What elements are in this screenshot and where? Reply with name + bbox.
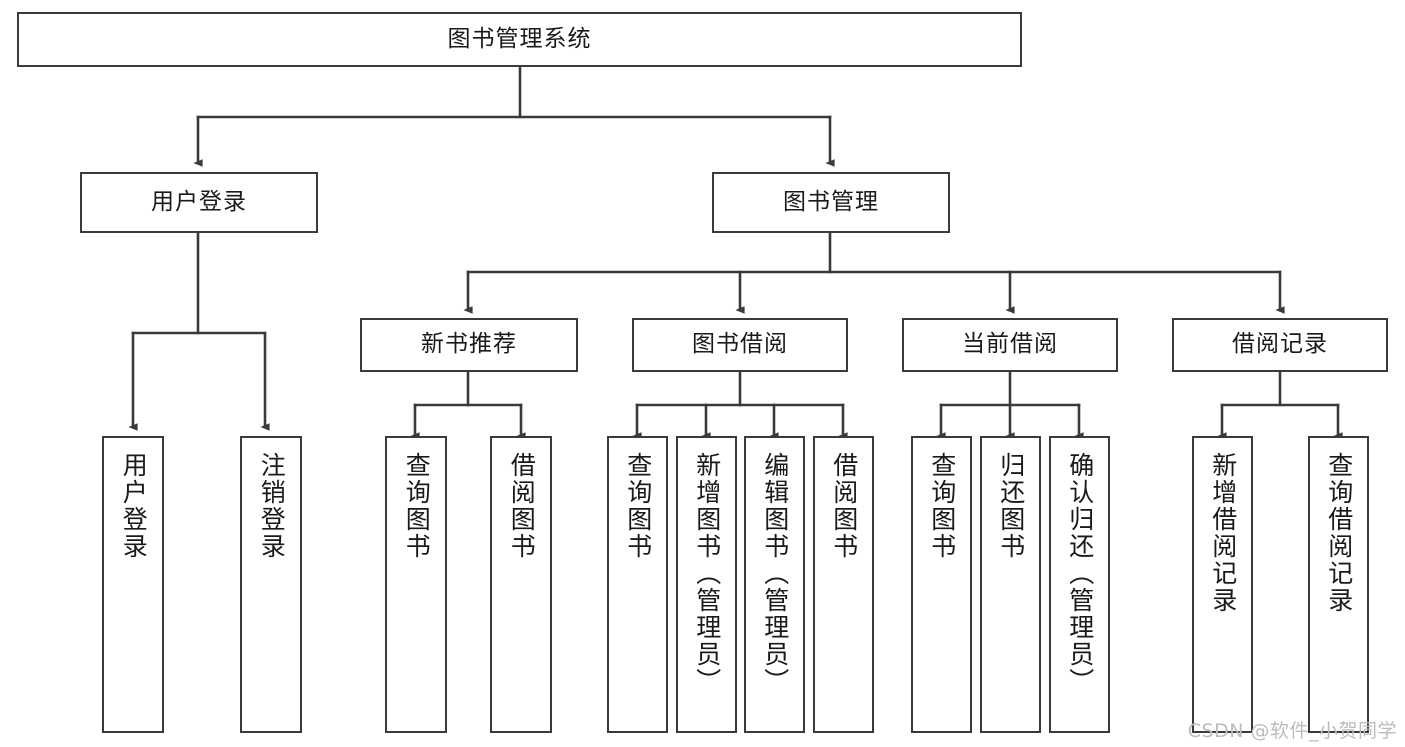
leaf-record-add-record[interactable]: 新增借阅记录 [1192,436,1253,733]
leaf-record-query-record[interactable]: 查询借阅记录 [1308,436,1369,733]
leaf-borrow-add-book-admin[interactable]: 新增图书（管理员） [676,436,737,733]
node-label: 用户登录 [119,452,149,560]
leaf-recommend-borrow-book[interactable]: 借阅图书 [490,436,552,733]
leaf-recommend-query-book[interactable]: 查询图书 [385,436,447,733]
node-label: 确认归还（管理员） [1065,452,1095,695]
node-borrow-record[interactable]: 借阅记录 [1172,318,1388,372]
node-label: 借阅图书 [829,452,859,560]
leaf-user-login-logout[interactable]: 注销登录 [240,436,302,733]
node-root-system[interactable]: 图书管理系统 [17,12,1022,67]
node-label: 新书推荐 [421,331,517,358]
node-label: 编辑图书（管理员） [760,452,790,695]
node-book-borrow[interactable]: 图书借阅 [632,318,848,372]
node-label: 归还图书 [996,452,1026,560]
csdn-watermark: CSDN @软件_小贺同学 [1187,720,1397,742]
leaf-borrow-query-book[interactable]: 查询图书 [607,436,668,733]
node-label: 当前借阅 [962,331,1058,358]
leaf-user-login-login[interactable]: 用户登录 [102,436,164,733]
leaf-current-return-book[interactable]: 归还图书 [980,436,1041,733]
node-label: 图书管理系统 [447,25,592,52]
node-user-login[interactable]: 用户登录 [80,172,318,233]
node-label: 借阅记录 [1232,331,1328,358]
node-label: 新增图书（管理员） [692,452,722,695]
node-label: 查询借阅记录 [1324,452,1354,614]
leaf-current-confirm-return-admin[interactable]: 确认归还（管理员） [1049,436,1110,733]
leaf-borrow-borrow-book[interactable]: 借阅图书 [813,436,874,733]
node-label: 图书管理 [783,188,879,215]
node-label: 用户登录 [151,188,247,215]
leaf-current-query-book[interactable]: 查询图书 [911,436,972,733]
node-label: 查询图书 [623,452,653,560]
node-new-book-recommend[interactable]: 新书推荐 [360,318,578,372]
node-label: 新增借阅记录 [1208,452,1238,614]
node-label: 注销登录 [257,452,287,560]
node-label: 查询图书 [927,452,957,560]
node-label: 图书借阅 [692,331,788,358]
node-label: 查询图书 [402,452,432,560]
node-book-management[interactable]: 图书管理 [712,172,950,233]
node-label: 借阅图书 [507,452,537,560]
leaf-borrow-edit-book-admin[interactable]: 编辑图书（管理员） [744,436,805,733]
node-current-borrow[interactable]: 当前借阅 [902,318,1118,372]
